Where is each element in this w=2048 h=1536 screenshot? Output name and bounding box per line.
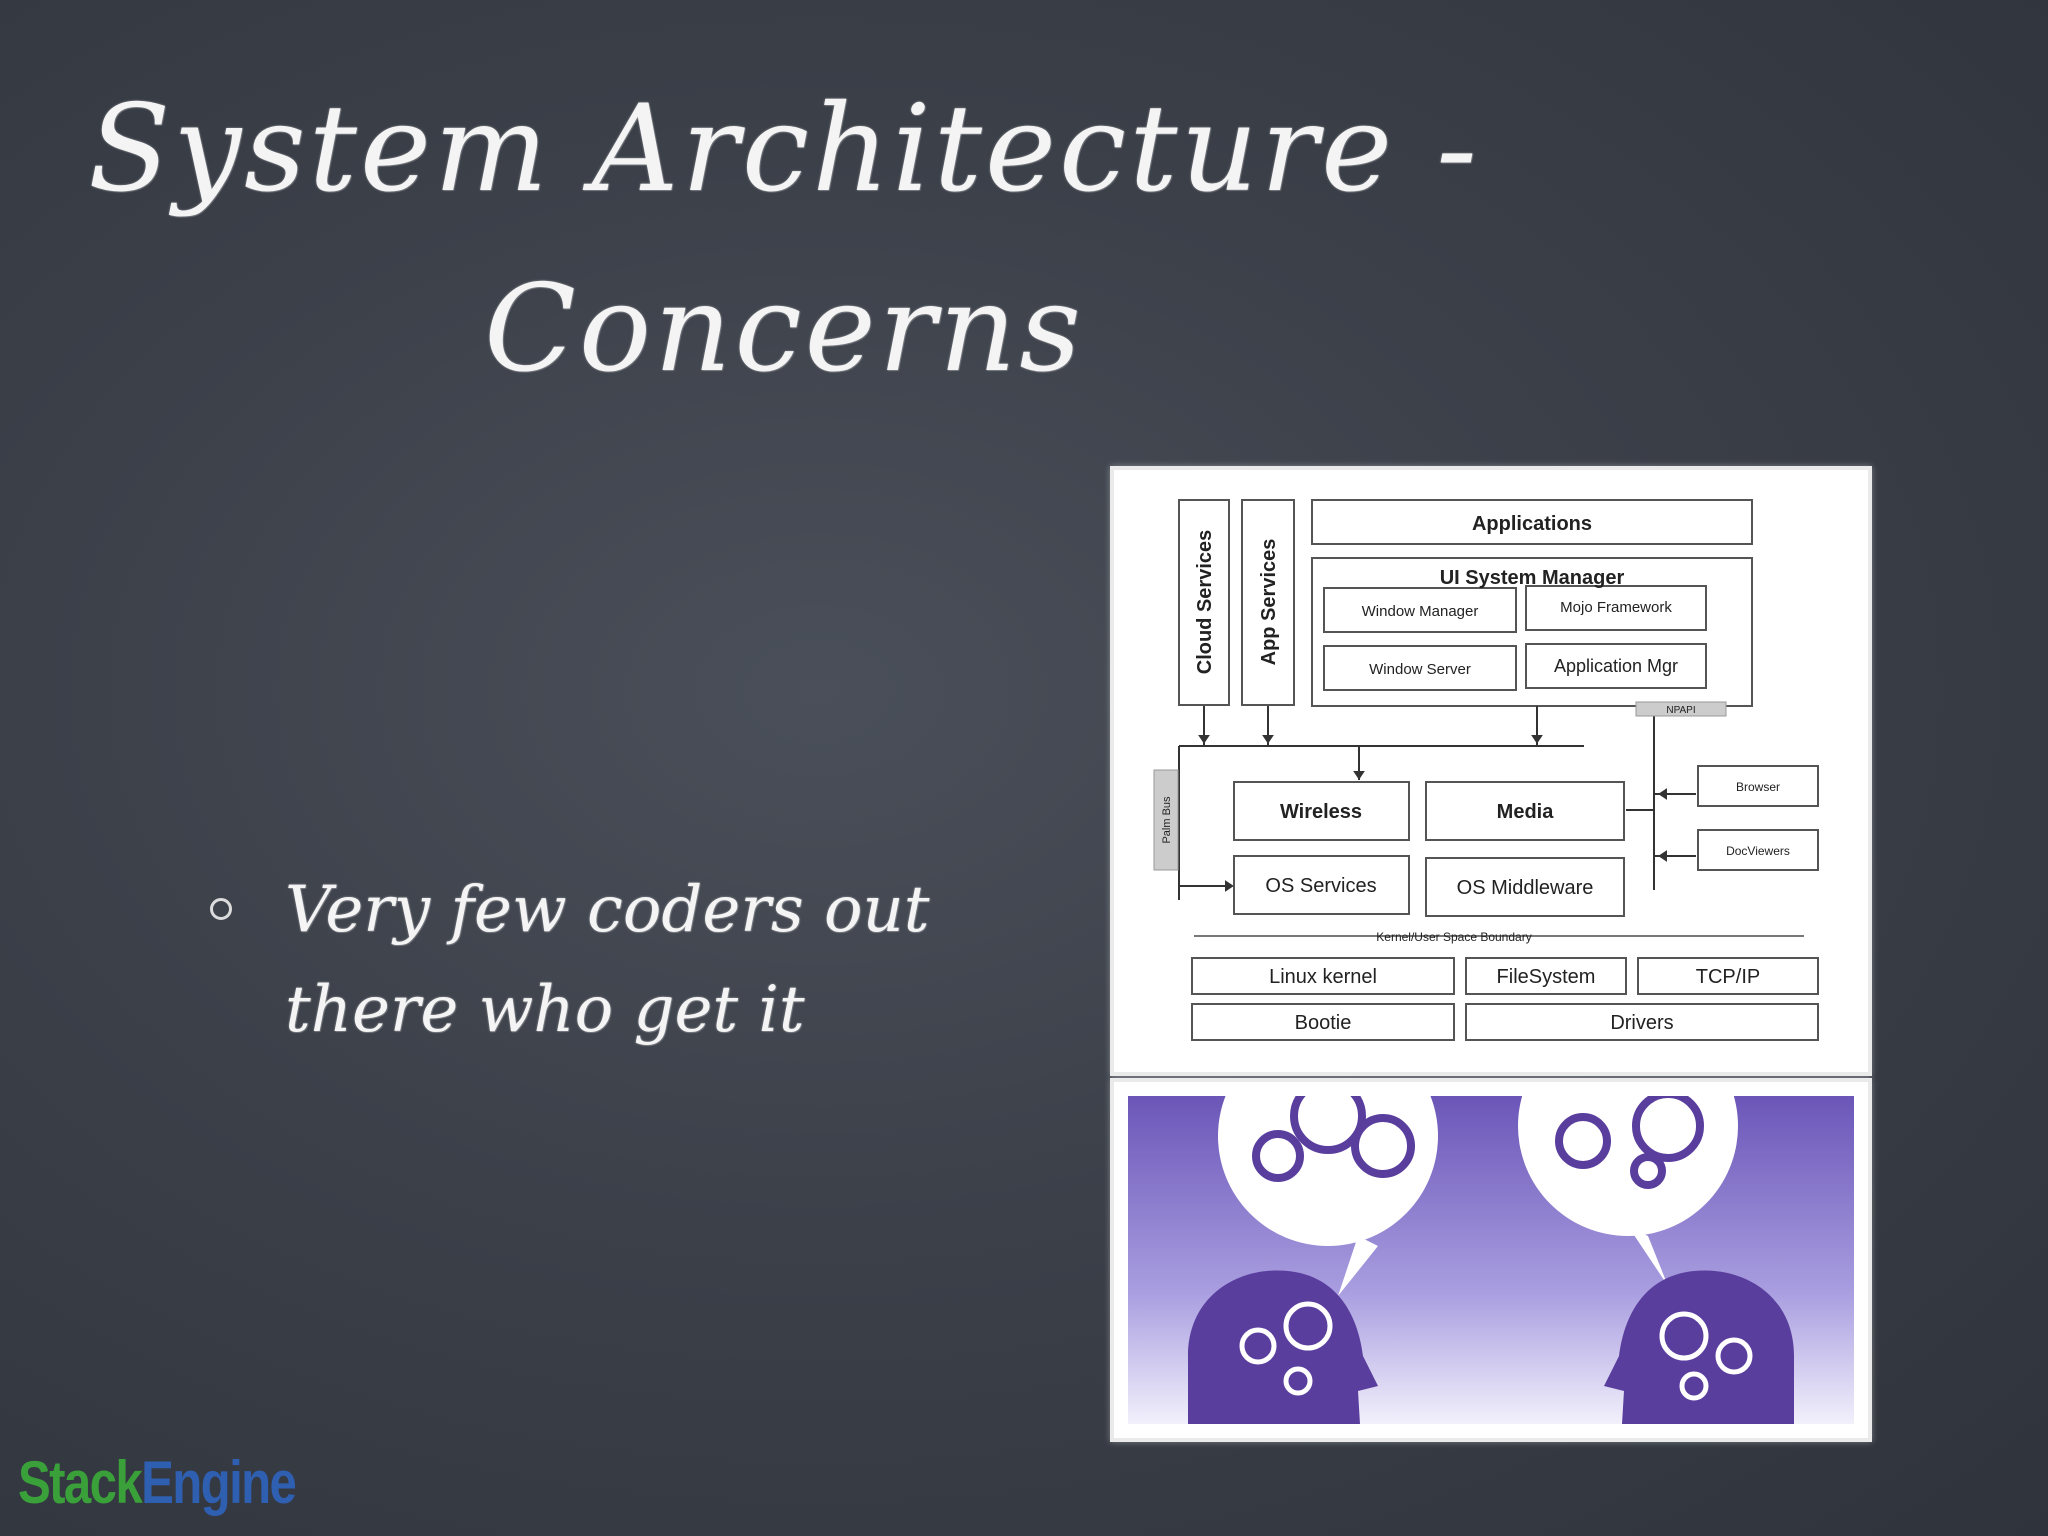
docviewers-box xyxy=(1697,829,1819,871)
mojo-framework-box xyxy=(1525,585,1707,631)
os-services-box xyxy=(1233,855,1410,915)
linux-kernel-box xyxy=(1191,957,1455,995)
npapi-label: NPAPI xyxy=(1666,705,1695,716)
slide-title: System Architecture - Concerns xyxy=(88,80,1480,399)
media-box xyxy=(1425,781,1625,841)
applications-label: Applications xyxy=(1472,513,1592,535)
cloud-services-box xyxy=(1178,499,1230,706)
bullet-icon xyxy=(210,898,232,920)
ui-system-manager-label: UI System Manager xyxy=(1440,567,1625,589)
architecture-diagram-svg: Applications UI System Manager Window Ma… xyxy=(1153,499,1819,1041)
stackengine-logo: StackEngine xyxy=(18,1448,297,1517)
gears-heads-illustration xyxy=(1110,1016,1872,1442)
bootie-box xyxy=(1191,1003,1455,1041)
boundary-label: Kernel/User Space Boundary xyxy=(1376,930,1531,944)
tcpip-label: TCP/IP xyxy=(1696,966,1760,988)
wireless-box xyxy=(1233,781,1410,841)
logo-part-stack: Stack xyxy=(18,1449,143,1516)
app-services-box xyxy=(1241,499,1295,706)
bootie-label: Bootie xyxy=(1295,1012,1352,1034)
window-manager-label: Window Manager xyxy=(1362,603,1479,620)
app-services-label: App Services xyxy=(1258,539,1280,666)
architecture-diagram: Applications UI System Manager Window Ma… xyxy=(1110,466,1872,1076)
ui-system-manager-box xyxy=(1311,557,1753,707)
os-middleware-label: OS Middleware xyxy=(1457,877,1594,899)
drivers-label: Drivers xyxy=(1610,1012,1673,1034)
window-server-box xyxy=(1323,645,1517,691)
application-mgr-label: Application Mgr xyxy=(1554,656,1678,676)
cloud-services-label: Cloud Services xyxy=(1194,530,1216,675)
bullet-text: Very few coders out there who get it xyxy=(285,873,930,1047)
filesystem-label: FileSystem xyxy=(1497,966,1596,988)
media-label: Media xyxy=(1497,801,1555,823)
gears-heads-icon xyxy=(1128,1016,1854,1424)
tcpip-box xyxy=(1637,957,1819,995)
mojo-framework-label: Mojo Framework xyxy=(1560,599,1672,616)
application-mgr-box xyxy=(1525,643,1707,689)
drivers-box xyxy=(1465,1003,1819,1041)
browser-box xyxy=(1697,765,1819,807)
logo-part-engine: Engine xyxy=(141,1449,297,1516)
window-server-label: Window Server xyxy=(1369,661,1471,678)
docviewers-label: DocViewers xyxy=(1726,844,1790,858)
os-services-label: OS Services xyxy=(1265,875,1376,897)
window-manager-box xyxy=(1323,587,1517,633)
browser-label: Browser xyxy=(1736,780,1780,794)
os-middleware-box xyxy=(1425,857,1625,917)
applications-box xyxy=(1311,499,1753,545)
palm-bus-label: Palm Bus xyxy=(1161,796,1173,844)
npapi-box xyxy=(1635,701,1727,717)
filesystem-box xyxy=(1465,957,1627,995)
wireless-label: Wireless xyxy=(1280,801,1362,823)
linux-kernel-label: Linux kernel xyxy=(1269,966,1377,988)
palm-bus-box xyxy=(1153,769,1179,871)
